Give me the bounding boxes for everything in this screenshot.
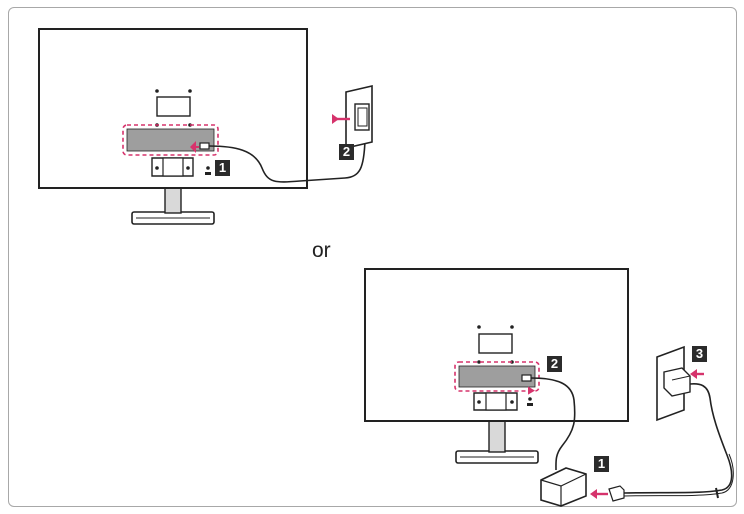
step-badge-b2: 2	[547, 356, 562, 372]
lock-icon	[528, 397, 532, 401]
option-b-ac-cable-inner	[623, 453, 734, 497]
ac-plug	[663, 367, 691, 397]
step-badge-a2: 2	[339, 144, 354, 160]
plug-in-arrow	[690, 369, 697, 379]
dc-plug	[521, 374, 532, 382]
lock-icon	[206, 166, 210, 170]
adapter-brick	[540, 467, 587, 507]
step-badge-b1: 1	[594, 456, 609, 472]
option-b-dc-cable	[530, 377, 576, 471]
port-highlight	[122, 124, 219, 156]
option-b-monitor	[364, 268, 629, 464]
lock-icon-body	[527, 403, 533, 406]
option-a-wall-adapter	[332, 84, 373, 150]
or-separator: or	[312, 239, 331, 262]
vesa-hole	[477, 325, 481, 329]
port-panel	[458, 365, 536, 388]
option-b-ac-cable	[623, 382, 733, 494]
insert-arrow	[590, 489, 597, 499]
stand-mount-inner	[162, 157, 184, 177]
power-adapter-inner	[357, 107, 368, 127]
ac-connector	[608, 485, 625, 502]
option-a-monitor	[38, 28, 308, 225]
option-b-wall-outlet	[656, 345, 704, 422]
option-b-power-adapter	[540, 467, 625, 507]
ac-plug-line	[671, 375, 691, 381]
illustration-frame	[8, 7, 737, 507]
vesa-hole	[510, 325, 514, 329]
insert-arrow	[528, 386, 535, 395]
vesa-hole	[477, 360, 481, 364]
cable-tie	[715, 487, 719, 499]
step-badge-a1: 1	[215, 160, 230, 176]
option-a-power-cable	[208, 128, 366, 183]
vesa-plate	[478, 333, 513, 354]
vesa-hole	[155, 89, 159, 93]
step-badge-b3: 3	[692, 346, 707, 362]
stand-mount-inner	[485, 392, 507, 411]
port-highlight	[454, 361, 540, 392]
lock-icon-body	[205, 172, 211, 175]
vesa-plate	[156, 96, 191, 117]
screw	[510, 400, 514, 404]
dc-plug	[199, 142, 210, 150]
vesa-hole	[188, 89, 192, 93]
plug-in-arrow	[332, 114, 339, 124]
screw	[155, 166, 159, 170]
screw	[186, 166, 190, 170]
screw	[477, 400, 481, 404]
